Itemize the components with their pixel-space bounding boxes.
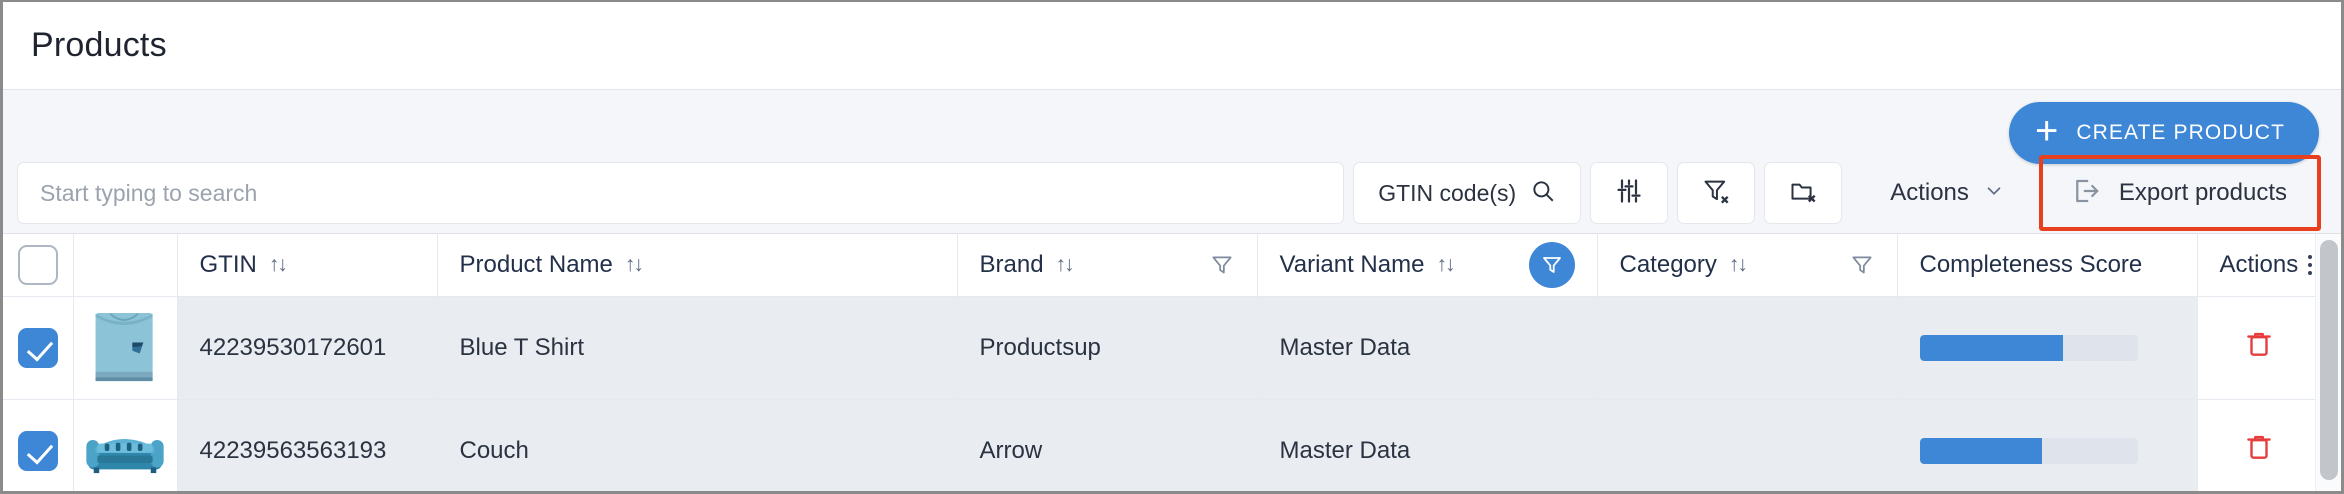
row-checkbox[interactable]: [17, 430, 58, 471]
table-header-row: GTIN ↑↓ Product Name ↑↓ Brand: [3, 234, 2322, 297]
page-title: Products: [31, 26, 167, 64]
export-arrow-icon: [2071, 176, 2101, 211]
row-image-cell: [73, 296, 178, 400]
delete-row-button[interactable]: [2220, 400, 2299, 492]
export-products-label: Export products: [2118, 179, 2287, 206]
toolbar-zone: + CREATE PRODUCT GTIN code(s): [3, 90, 2341, 234]
column-label-category: Category: [1619, 250, 1717, 278]
column-header-image: [73, 234, 178, 297]
row-completeness-score: [1897, 296, 2198, 400]
actions-label: Actions: [1890, 179, 1969, 206]
column-header-actions: Actions: [2197, 234, 2322, 297]
clear-folder-button[interactable]: [1764, 162, 1843, 224]
toolbar-row: GTIN code(s): [3, 154, 2341, 232]
row-completeness-score: [1897, 399, 2198, 491]
actions-dropdown[interactable]: Actions: [1874, 162, 2021, 224]
table-vertical-scrollbar[interactable]: [2315, 234, 2341, 491]
search-input[interactable]: [17, 162, 1345, 224]
filter-off-icon: [1702, 177, 1730, 210]
chevron-down-icon: [1983, 180, 2005, 207]
sort-icon-variant-name[interactable]: ↑↓: [1436, 252, 1455, 276]
export-products-button[interactable]: Export products: [2038, 155, 2321, 231]
column-label-variant-name: Variant Name: [1279, 250, 1425, 278]
create-product-label: CREATE PRODUCT: [2076, 121, 2285, 144]
column-header-product-name[interactable]: Product Name ↑↓: [437, 234, 958, 297]
products-table: GTIN ↑↓ Product Name ↑↓ Brand: [3, 234, 2322, 492]
row-select-cell: [3, 296, 74, 400]
more-options-icon[interactable]: [2308, 254, 2313, 275]
create-product-button[interactable]: + CREATE PRODUCT: [2008, 102, 2319, 164]
folder-off-icon: [1789, 177, 1817, 210]
row-checkbox[interactable]: [17, 327, 58, 368]
table-body: 42239530172601 Blue T Shirt Productsup M…: [3, 296, 2322, 492]
row-product-name: Couch: [437, 399, 958, 491]
gtin-label: GTIN code(s): [1378, 179, 1517, 206]
blue-tshirt-thumbnail: [95, 312, 153, 381]
table-header: GTIN ↑↓ Product Name ↑↓ Brand: [3, 234, 2322, 297]
completeness-progress-fill: [1919, 437, 2042, 464]
products-table-zone: GTIN ↑↓ Product Name ↑↓ Brand: [3, 234, 2341, 492]
trash-icon: [2244, 329, 2274, 366]
gtin-code-search-button[interactable]: GTIN code(s): [1353, 162, 1582, 224]
clear-filters-button[interactable]: [1677, 162, 1756, 224]
sort-icon-product-name[interactable]: ↑↓: [624, 252, 644, 276]
row-gtin: 42239563563193: [177, 399, 438, 491]
row-actions-cell: [2197, 399, 2322, 492]
row-gtin: 42239530172601: [177, 296, 438, 400]
completeness-progress-bar: [1919, 437, 2138, 464]
scrollbar-thumb[interactable]: [2320, 240, 2338, 480]
column-label-product-name: Product Name: [459, 250, 613, 278]
row-category: [1597, 296, 1898, 400]
column-label-gtin: GTIN: [199, 250, 257, 278]
row-image-cell: [73, 399, 178, 491]
row-brand: Arrow: [957, 399, 1258, 491]
row-category: [1597, 399, 1898, 491]
filter-icon-category[interactable]: [1849, 252, 1875, 278]
table-row[interactable]: 42239530172601 Blue T Shirt Productsup M…: [3, 296, 2322, 400]
completeness-progress-fill: [1919, 334, 2064, 361]
row-product-name: Blue T Shirt: [437, 296, 958, 400]
trash-icon: [2244, 432, 2274, 469]
sort-icon-brand[interactable]: ↑↓: [1055, 252, 1075, 276]
row-variant-name: Master Data: [1257, 399, 1598, 491]
column-header-variant-name[interactable]: Variant Name ↑↓: [1257, 234, 1598, 297]
sort-icon-gtin[interactable]: ↑↓: [268, 252, 288, 276]
plus-icon: +: [2034, 109, 2059, 153]
row-variant-name: Master Data: [1257, 296, 1598, 400]
column-header-completeness-score: Completeness Score: [1897, 234, 2198, 297]
filter-icon-variant-name-active[interactable]: [1528, 241, 1575, 288]
row-actions-cell: [2197, 296, 2322, 400]
column-header-category[interactable]: Category ↑↓: [1597, 234, 1898, 297]
completeness-progress-bar: [1919, 334, 2138, 361]
table-row[interactable]: 42239563563193 Couch Arrow Master Data: [3, 399, 2322, 492]
column-header-brand[interactable]: Brand ↑↓: [957, 234, 1258, 297]
column-header-gtin[interactable]: GTIN ↑↓: [177, 234, 438, 297]
column-settings-button[interactable]: [1590, 162, 1669, 224]
column-label-completeness-score: Completeness Score: [1919, 250, 2143, 278]
search-icon: [1530, 178, 1556, 209]
delete-row-button[interactable]: [2220, 297, 2299, 399]
page-header: Products: [3, 2, 2341, 90]
sliders-settings-icon: [1615, 177, 1643, 210]
row-select-cell: [3, 399, 74, 491]
column-label-brand: Brand: [979, 250, 1044, 278]
blue-couch-thumbnail: [86, 438, 164, 473]
row-brand: Productsup: [957, 296, 1258, 400]
column-label-actions: Actions: [2219, 250, 2299, 278]
filter-icon-brand[interactable]: [1209, 252, 1235, 278]
column-header-select-all: [3, 234, 74, 297]
sort-icon-category[interactable]: ↑↓: [1728, 252, 1748, 276]
select-all-checkbox[interactable]: [17, 244, 58, 285]
